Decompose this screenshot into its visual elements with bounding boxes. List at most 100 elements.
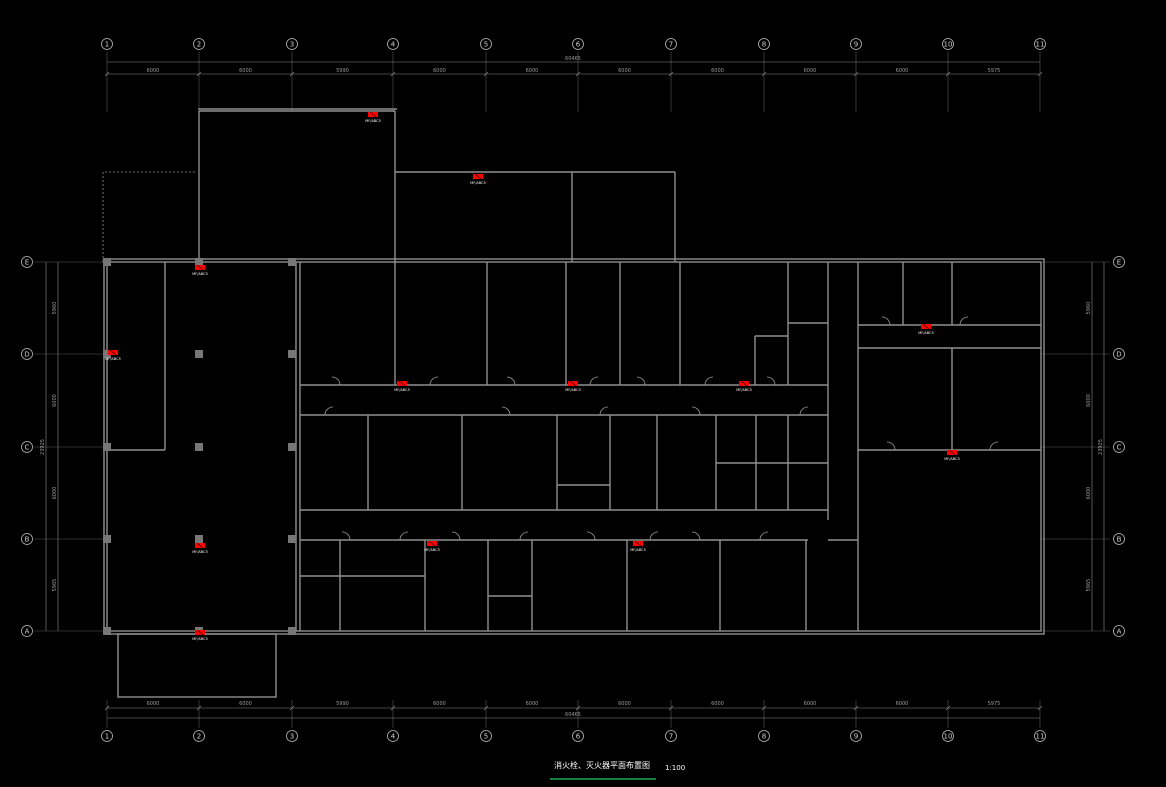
column xyxy=(103,258,111,266)
grid-bubble: 1 xyxy=(101,38,113,50)
grid-bubble-label: 4 xyxy=(391,733,396,741)
dim-tick xyxy=(390,705,396,711)
grid-bubble-circle xyxy=(1113,625,1125,637)
grid-bubble-label: B xyxy=(1117,536,1122,544)
drawing-title: 消火栓、灭火器平面布置图 xyxy=(554,760,650,770)
fire-hydrant-icon: MF/ABC5 xyxy=(424,540,440,552)
door-swing xyxy=(331,376,341,386)
grid-bubble-circle xyxy=(286,38,298,50)
grid-bubble: 2 xyxy=(193,730,205,742)
grid-bubble-label: 2 xyxy=(197,733,201,741)
grid-bubble-circle xyxy=(758,38,770,50)
dim-tick xyxy=(668,71,674,77)
dim-tick xyxy=(483,705,489,711)
grid-bubble: 7 xyxy=(665,730,677,742)
grid-bubble-label: 2 xyxy=(197,41,201,49)
doors xyxy=(324,316,999,541)
grid-bubble: E xyxy=(1113,256,1125,268)
grid-bubble-label: B xyxy=(25,536,30,544)
grid-bubble-label: 3 xyxy=(290,41,294,49)
dim-tick xyxy=(575,71,581,77)
door-swing xyxy=(989,441,999,451)
column xyxy=(195,535,203,543)
grid-bubble-label: 9 xyxy=(854,733,858,741)
door-swing xyxy=(589,376,599,386)
walls xyxy=(102,108,1045,698)
grid-bubble: E xyxy=(21,256,33,268)
span-dimension-left: 6000 xyxy=(52,394,58,407)
hydrant-mark xyxy=(196,629,204,636)
grid-bubble-circle xyxy=(942,730,954,742)
grid-bubble: 6 xyxy=(572,730,584,742)
door-swing xyxy=(586,531,596,541)
grid-bubble: D xyxy=(21,348,33,360)
span-dimension-top: 6000 xyxy=(239,68,252,74)
grid-bubble: 6 xyxy=(572,38,584,50)
span-dimension-left: 5960 xyxy=(52,302,58,315)
door-swing xyxy=(429,376,439,386)
total-dimension-right: 23925 xyxy=(1098,439,1104,455)
door-swing xyxy=(636,376,646,386)
hydrant-mark xyxy=(948,449,956,456)
hydrant-tag: MF/ABC5 xyxy=(424,548,440,552)
drawing-scale: 1:100 xyxy=(665,764,685,772)
door-swing xyxy=(691,531,701,541)
grid-bubble-circle xyxy=(665,38,677,50)
grid-bubble-label: 7 xyxy=(669,733,673,741)
door-swing xyxy=(799,406,809,416)
dim-tick xyxy=(945,705,951,711)
column xyxy=(103,535,111,543)
grid-bubble-label: 7 xyxy=(669,41,673,49)
hydrant-tag: MF/ABC5 xyxy=(192,637,208,641)
grid-bubble-label: 6 xyxy=(576,41,581,49)
dim-tick xyxy=(196,71,202,77)
door-swing xyxy=(451,531,461,541)
grid-bubble-label: 8 xyxy=(762,733,766,741)
fire-hydrant-icon: MF/ABC5 xyxy=(105,349,121,361)
grid-bubble: 3 xyxy=(286,730,298,742)
span-dimension-right: 6000 xyxy=(1086,487,1092,500)
hydrant-tag: MF/ABC5 xyxy=(470,181,486,185)
grid-bubble: A xyxy=(21,625,33,637)
door-swing xyxy=(506,376,516,386)
grid-bubble: 8 xyxy=(758,38,770,50)
hydrant-mark xyxy=(398,380,406,387)
grid-bubble-circle xyxy=(21,348,33,360)
dim-tick xyxy=(289,705,295,711)
span-dimension-bottom: 6000 xyxy=(147,701,160,707)
fire-hydrant-icon: MF/ABC5 xyxy=(470,173,486,185)
south-annex xyxy=(117,633,277,698)
grid-bubble-circle xyxy=(850,730,862,742)
dashed-outline xyxy=(102,171,196,262)
grid-bubble: 5 xyxy=(480,730,492,742)
grid-bubble-label: 6 xyxy=(576,733,581,741)
span-dimension-top: 5990 xyxy=(336,68,349,74)
door-swing xyxy=(341,531,351,541)
grid-bubble: C xyxy=(21,441,33,453)
dim-tick xyxy=(1037,705,1043,711)
hydrant-mark xyxy=(740,380,748,387)
fire-hydrant-icon: MF/ABC5 xyxy=(918,323,934,335)
grid-bubble-circle xyxy=(942,38,954,50)
span-dimension-right: 5960 xyxy=(1086,302,1092,315)
span-dimension-bottom: 6000 xyxy=(711,701,724,707)
grid-bubble: 8 xyxy=(758,730,770,742)
grid-bubble: 10 xyxy=(942,730,954,742)
hydrant-mark xyxy=(196,264,204,271)
fire-hydrant-icon: MF/ABC5 xyxy=(565,380,581,392)
door-swing xyxy=(324,406,334,416)
overall-dimension-bottom: 60465 xyxy=(565,712,581,718)
hydrant-mark xyxy=(109,349,117,356)
grid-bubble-label: A xyxy=(1117,628,1122,636)
hydrant-tag: MF/ABC5 xyxy=(394,388,410,392)
span-dimension-bottom: 6000 xyxy=(239,701,252,707)
grid-bubble-circle xyxy=(101,730,113,742)
grid-bubble: 7 xyxy=(665,38,677,50)
grid-bubble-label: C xyxy=(25,444,30,452)
span-dimension-top: 6000 xyxy=(804,68,817,74)
grid-bubble: A xyxy=(1113,625,1125,637)
span-dimension-top: 5975 xyxy=(988,68,1001,74)
fire-hydrant-icon: MF/ABC5 xyxy=(944,449,960,461)
